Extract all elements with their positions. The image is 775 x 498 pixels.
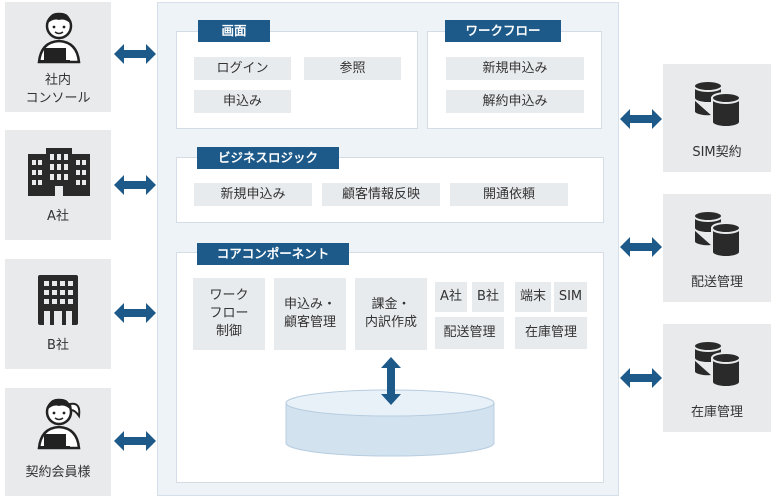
- core-component-workflow-control: ワーク フロー 制御: [193, 278, 265, 350]
- service-label-delivery: 配送管理: [690, 275, 743, 290]
- inventory-sub-device: 端末: [515, 282, 551, 312]
- database-icon: [693, 210, 741, 256]
- member-user-icon: [37, 398, 81, 450]
- service-card-sim: SIM契約: [663, 64, 771, 172]
- console-user-icon: [37, 12, 81, 64]
- delivery-sub-b: B社: [472, 282, 504, 312]
- service-card-inventory: 在庫管理: [663, 324, 771, 432]
- actor-label-member: 契約会員様: [25, 465, 91, 480]
- bidirectional-arrow-icon: [620, 368, 662, 388]
- bidirectional-arrow-icon: [620, 109, 662, 129]
- core-component-customer-management: 申込み・ 顧客管理: [274, 278, 346, 350]
- database-icon: [693, 340, 741, 386]
- vertical-bidirectional-arrow-icon: [381, 357, 401, 405]
- inventory-label: 在庫管理: [515, 317, 587, 349]
- core-title-tag: コアコンポーネント: [197, 243, 349, 265]
- actor-card-b-company: B社: [5, 259, 111, 369]
- actor-card-console: 社内 コンソール: [5, 2, 111, 112]
- business-logic-item-activation: 開通依頼: [450, 183, 568, 206]
- business-logic-item-customer: 顧客情報反映: [322, 183, 440, 206]
- database-icon: [693, 80, 741, 126]
- inventory-sub-sim: SIM: [554, 282, 587, 312]
- system-container: 画面 ログイン 参照 申込み ワークフロー 新規申込み 解約申込み ビジネスロジ…: [157, 2, 619, 496]
- actor-label-a-company: A社: [47, 209, 69, 224]
- delivery-sub-a: A社: [435, 282, 467, 312]
- business-logic-item-new: 新規申込み: [194, 183, 312, 206]
- core-component-billing: 課金・ 内訳作成: [355, 278, 427, 350]
- workflow-title-tag: ワークフロー: [445, 20, 561, 42]
- screen-panel: 画面 ログイン 参照 申込み: [176, 20, 418, 129]
- screen-title-tag: 画面: [198, 20, 270, 42]
- delivery-label: 配送管理: [435, 317, 504, 349]
- office-building-icon: [28, 148, 90, 196]
- business-logic-panel: ビジネスロジック 新規申込み 顧客情報反映 開通依頼: [176, 147, 604, 223]
- service-label-inventory: 在庫管理: [690, 405, 743, 420]
- bidirectional-arrow-icon: [114, 175, 156, 195]
- core-panel: コアコンポーネント ワーク フロー 制御 申込み・ 顧客管理 課金・ 内訳作成 …: [176, 243, 604, 483]
- workflow-item-new: 新規申込み: [446, 57, 584, 80]
- workflow-item-cancel: 解約申込み: [446, 90, 584, 113]
- bidirectional-arrow-icon: [114, 431, 156, 451]
- bidirectional-arrow-icon: [114, 303, 156, 323]
- small-building-icon: [38, 275, 78, 325]
- actor-card-member: 契約会員様: [5, 388, 111, 496]
- service-label-sim: SIM契約: [692, 145, 742, 160]
- actor-card-a-company: A社: [5, 130, 111, 240]
- business-logic-title-tag: ビジネスロジック: [197, 147, 339, 169]
- screen-item-login: ログイン: [194, 57, 291, 80]
- service-card-delivery: 配送管理: [663, 194, 771, 302]
- screen-item-reference: 参照: [304, 57, 401, 80]
- actor-label-console: 社内 コンソール: [25, 73, 91, 106]
- actor-label-b-company: B社: [47, 338, 69, 353]
- screen-item-apply: 申込み: [194, 90, 291, 113]
- workflow-panel: ワークフロー 新規申込み 解約申込み: [427, 20, 602, 129]
- bidirectional-arrow-icon: [114, 44, 156, 64]
- bidirectional-arrow-icon: [620, 237, 662, 257]
